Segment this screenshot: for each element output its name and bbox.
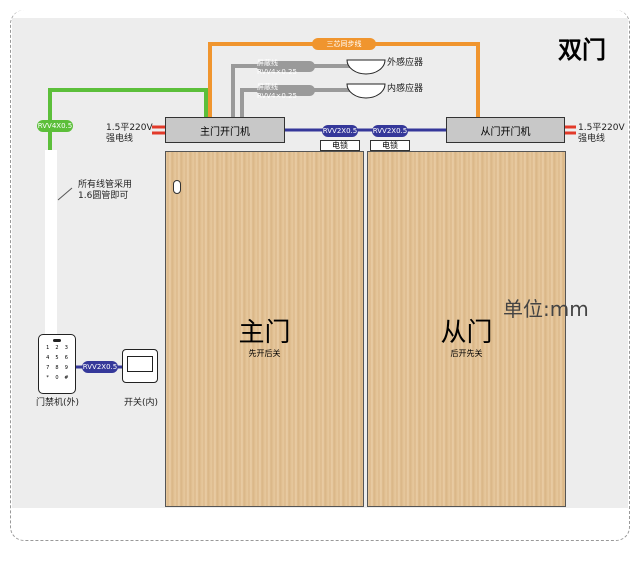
keypad-key: 7 [46, 365, 50, 371]
shield-cable-1-line [231, 64, 360, 118]
switch-label: 开关(内) [124, 398, 159, 408]
slave-door: 从门 后开先关 [367, 151, 566, 507]
sync-cable-line [208, 42, 480, 118]
keypad-key: 3 [64, 345, 68, 351]
lock-cable-label: RVV2X0.5 [372, 125, 408, 137]
keypad-key: 8 [55, 365, 59, 371]
keypad-key: 0 [55, 375, 59, 381]
slave-door-note: 后开先关 [450, 349, 483, 358]
switch-device [122, 349, 158, 383]
diagram-title: 双门 [558, 36, 606, 64]
electric-lock-right: 电锁 [370, 140, 410, 151]
keypad-key: 2 [55, 345, 59, 351]
keypad-key: # [64, 375, 69, 381]
inner-sensor-label: 内感应器 [387, 84, 424, 94]
outer-sensor-label: 外感应器 [387, 58, 424, 68]
keypad-key: 4 [46, 355, 50, 361]
keypad-key: 6 [64, 355, 68, 361]
unit-label: 单位:mm [503, 297, 589, 321]
keypad-key: 5 [55, 355, 59, 361]
frame-outline [10, 10, 630, 541]
outer-sensor-icon [346, 59, 386, 75]
slave-door-label: 从门 [440, 318, 493, 348]
door-handle-icon [173, 180, 181, 194]
lock-cable-label: RVV2X0.5 [322, 125, 358, 137]
shield-cable-label: 屏蔽线RVV4×0.25 [257, 59, 315, 76]
shield-cable-label: 屏蔽线RVV4×0.25 [257, 83, 315, 100]
inner-sensor-icon [346, 83, 386, 99]
main-opener: 主门开门机 [165, 117, 285, 143]
green-cable-label: RVV4X0.5 [37, 120, 73, 132]
keypad-key: 1 [46, 345, 50, 351]
shield-cable-2-line [240, 88, 360, 118]
access-cable-label: RVV2X0.5 [82, 361, 118, 373]
main-door-label: 主门 [238, 318, 291, 348]
sync-cable-label: 三芯同步线 [312, 38, 376, 50]
electric-lock-left: 电锁 [320, 140, 360, 151]
slave-opener: 从门开门机 [446, 117, 565, 143]
access-control-label: 门禁机(外) [36, 398, 80, 408]
main-door-note: 先开后关 [248, 349, 281, 358]
keypad-key: * [46, 375, 49, 381]
conduit [45, 150, 57, 335]
keypad-key: 9 [64, 365, 68, 371]
main-door: 主门 先开后关 [165, 151, 364, 507]
